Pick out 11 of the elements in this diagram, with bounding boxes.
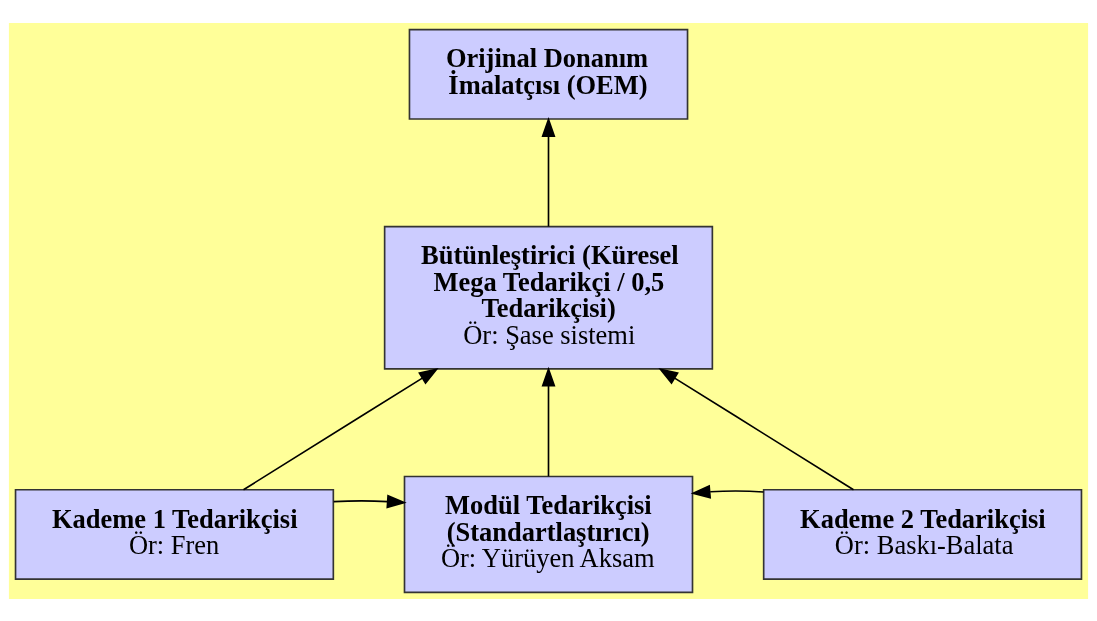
node-box: Bütünleştirici (Küresel Mega Tedarikçi / 0,5 Tedarikçisi) Ör: Şase sistemi bbox=[383, 225, 714, 370]
arrow bbox=[332, 494, 407, 508]
arrow bbox=[658, 367, 855, 491]
node-box: Orijinal Donanım İmalatçısı (OEM) bbox=[408, 28, 689, 120]
node-box: Kademe 2 Tedarikçisi Ör: Baskı-Balata bbox=[762, 488, 1083, 580]
node-box: Kademe 1 Tedarikçisi Ör: Fren bbox=[14, 488, 335, 580]
arrow bbox=[541, 116, 556, 227]
arrow bbox=[541, 366, 556, 477]
node-box: Modül Tedarikçisi (Standartlaştırıcı) Ör: Yürüyen Aksam bbox=[403, 475, 694, 593]
arrow bbox=[242, 367, 439, 491]
arrow bbox=[690, 484, 765, 499]
